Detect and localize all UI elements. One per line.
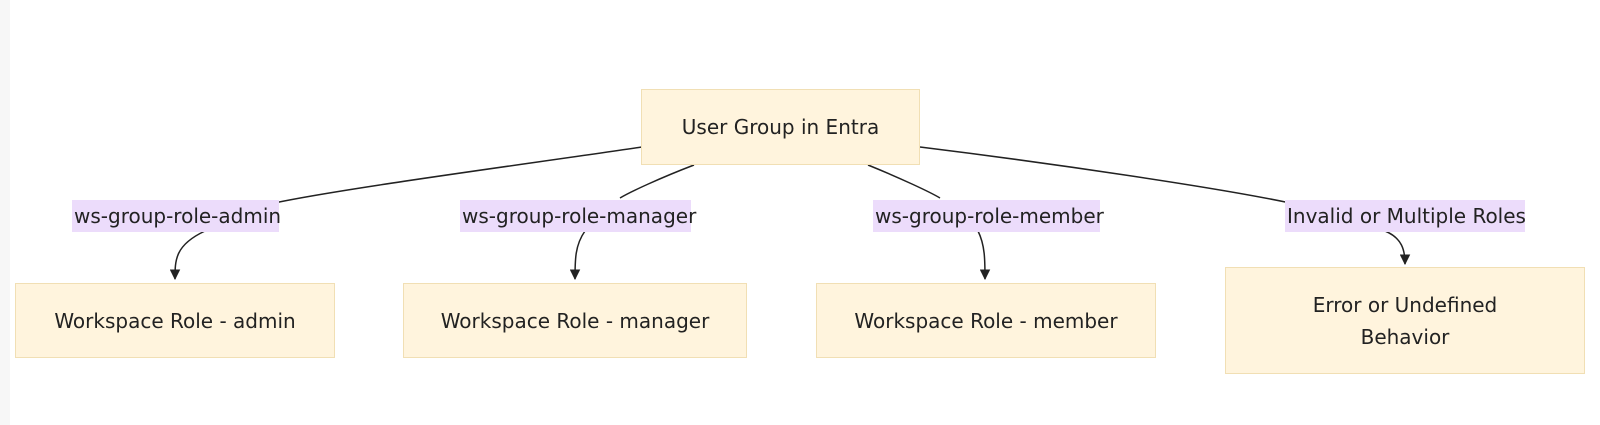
canvas-margin (0, 0, 10, 425)
edge-member-upper (867, 164, 941, 199)
edge-label-member: ws-group-role-member (873, 200, 1104, 232)
node-workspace-role-member[interactable]: Workspace Role - member (816, 283, 1156, 358)
node-workspace-role-admin[interactable]: Workspace Role - admin (15, 283, 335, 358)
edge-member-lower (977, 230, 991, 281)
node-workspace-role-admin-label: Workspace Role - admin (54, 308, 296, 333)
edge-manager-lower (569, 230, 586, 281)
edge-invalid-lower (1384, 230, 1411, 266)
node-error-undefined-behavior[interactable]: Error or Undefined Behavior (1225, 267, 1585, 374)
node-workspace-role-manager[interactable]: Workspace Role - manager (403, 283, 747, 358)
root-node-label: User Group in Entra (681, 115, 880, 139)
edge-manager-upper (619, 164, 695, 199)
edge-admin-upper (264, 146, 643, 206)
node-workspace-role-member-label: Workspace Role - member (854, 308, 1118, 333)
edge-invalid-upper (919, 146, 1291, 204)
edge-label-invalid: Invalid or Multiple Roles (1285, 200, 1526, 232)
edge-label-manager: ws-group-role-manager (460, 200, 696, 232)
node-error-label-line-2: Behavior (1360, 324, 1450, 349)
node-error-label-line-1: Error or Undefined (1312, 292, 1498, 317)
edge-label-admin: ws-group-role-admin (72, 200, 281, 232)
node-workspace-role-manager-label: Workspace Role - manager (440, 308, 710, 333)
root-node[interactable]: User Group in Entra (641, 89, 920, 165)
edge-admin-lower (169, 230, 206, 281)
